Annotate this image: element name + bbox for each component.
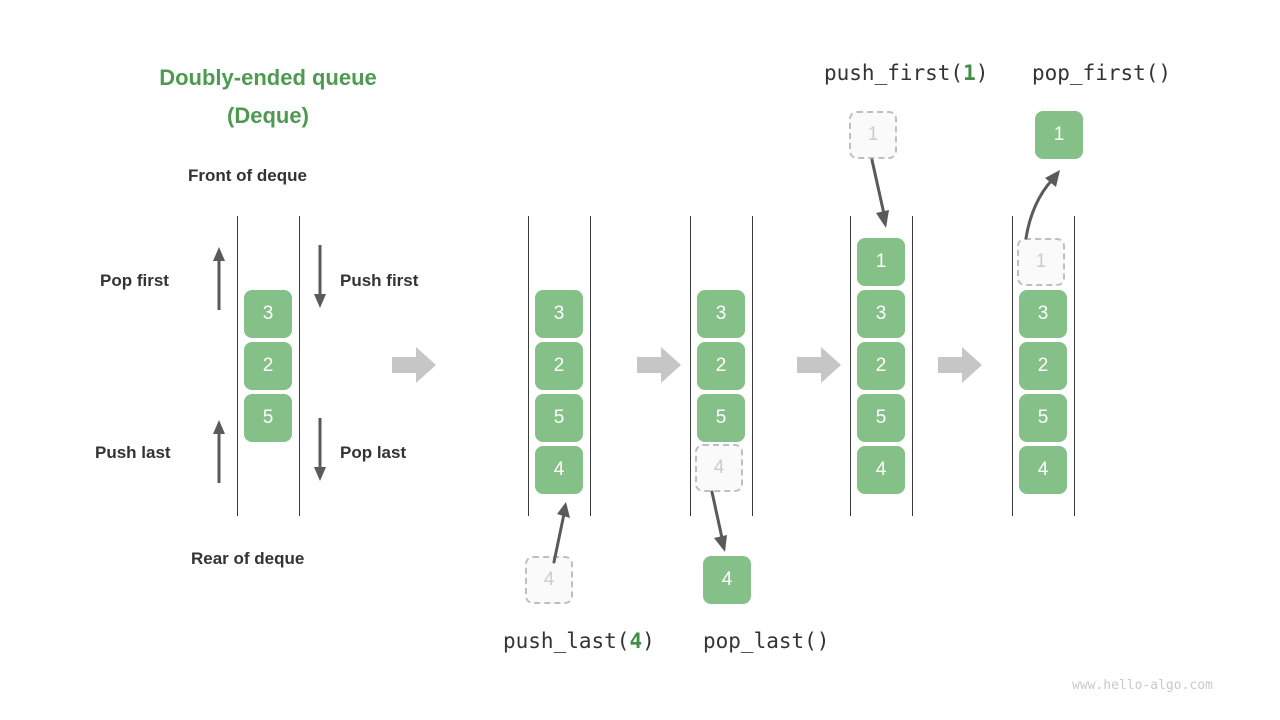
watermark: www.hello-algo.com [1072, 678, 1213, 693]
cell-col1-1: 2 [244, 342, 292, 390]
cell-col5-3: 5 [1019, 394, 1067, 442]
rail-right-col4 [912, 216, 913, 516]
cell-col2-1: 2 [535, 342, 583, 390]
front-of-deque-label: Front of deque [188, 166, 307, 185]
caption-push-first-name: push_first( [824, 61, 964, 85]
cell-col4-2: 2 [857, 342, 905, 390]
page-title-line2: (Deque) [227, 103, 309, 128]
pop-last-remove-arrow [700, 490, 740, 562]
rail-right-col2 [590, 216, 591, 516]
rear-of-deque-label: Rear of deque [191, 549, 305, 568]
rail-right-col1 [299, 216, 300, 516]
rail-left-col1 [237, 216, 238, 516]
rail-left-col2 [528, 216, 529, 516]
cell-col5-1: 3 [1019, 290, 1067, 338]
caption-push-first-arg: 1 [963, 61, 976, 85]
cell-col2-0: 3 [535, 290, 583, 338]
pop-first-label: Pop first [100, 271, 169, 290]
step-arrow-1 [392, 345, 436, 385]
caption-push-last-name: push_last( [503, 629, 630, 653]
floating-cell-push-first: 1 [849, 111, 897, 159]
pop-last-arrow [309, 418, 331, 483]
rail-right-col5 [1074, 216, 1075, 516]
cell-col4-4: 4 [857, 446, 905, 494]
cell-col4-1: 3 [857, 290, 905, 338]
floating-cell-push-last: 4 [525, 556, 573, 604]
pop-first-remove-arrow [1018, 158, 1068, 240]
cell-col1-2: 5 [244, 394, 292, 442]
step-arrow-4 [938, 345, 982, 385]
rail-left-col3 [690, 216, 691, 516]
cell-col4-0: 1 [857, 238, 905, 286]
push-last-insert-arrow [540, 490, 580, 564]
caption-push-first-close: ) [975, 61, 989, 85]
cell-col5-2: 2 [1019, 342, 1067, 390]
caption-push-last: push_last(4) [503, 628, 655, 654]
cell-col5-4: 4 [1019, 446, 1067, 494]
cell-col5-0-ghost: 1 [1017, 238, 1065, 286]
caption-pop-last-name: pop_last() [703, 629, 830, 653]
push-last-arrow [208, 418, 230, 483]
rail-left-col4 [850, 216, 851, 516]
caption-pop-first: pop_first() [1032, 60, 1171, 86]
caption-pop-first-name: pop_first() [1032, 61, 1172, 85]
rail-right-col3 [752, 216, 753, 516]
step-arrow-2 [637, 345, 681, 385]
pop-last-label: Pop last [340, 443, 407, 462]
cell-col2-2: 5 [535, 394, 583, 442]
caption-push-last-arg: 4 [629, 629, 643, 653]
push-first-arrow [309, 245, 331, 310]
push-last-label: Push last [95, 443, 171, 462]
floating-cell-pop-first: 1 [1035, 111, 1083, 159]
rail-left-col5 [1012, 216, 1013, 516]
push-first-label: Push first [340, 271, 419, 290]
pop-first-arrow [208, 245, 230, 310]
caption-push-last-close: ) [642, 629, 655, 653]
step-arrow-3 [797, 345, 841, 385]
floating-cell-pop-last: 4 [703, 556, 751, 604]
cell-col3-2: 5 [697, 394, 745, 442]
cell-col4-3: 5 [857, 394, 905, 442]
cell-col3-1: 2 [697, 342, 745, 390]
cell-col3-3-ghost: 4 [695, 444, 743, 492]
page-title-line1: Doubly-ended queue [159, 65, 377, 90]
caption-pop-last: pop_last() [703, 628, 829, 654]
cell-col3-0: 3 [697, 290, 745, 338]
push-first-insert-arrow [862, 158, 902, 238]
caption-push-first: push_first(1) [824, 60, 988, 86]
cell-col1-0: 3 [244, 290, 292, 338]
cell-col2-3: 4 [535, 446, 583, 494]
